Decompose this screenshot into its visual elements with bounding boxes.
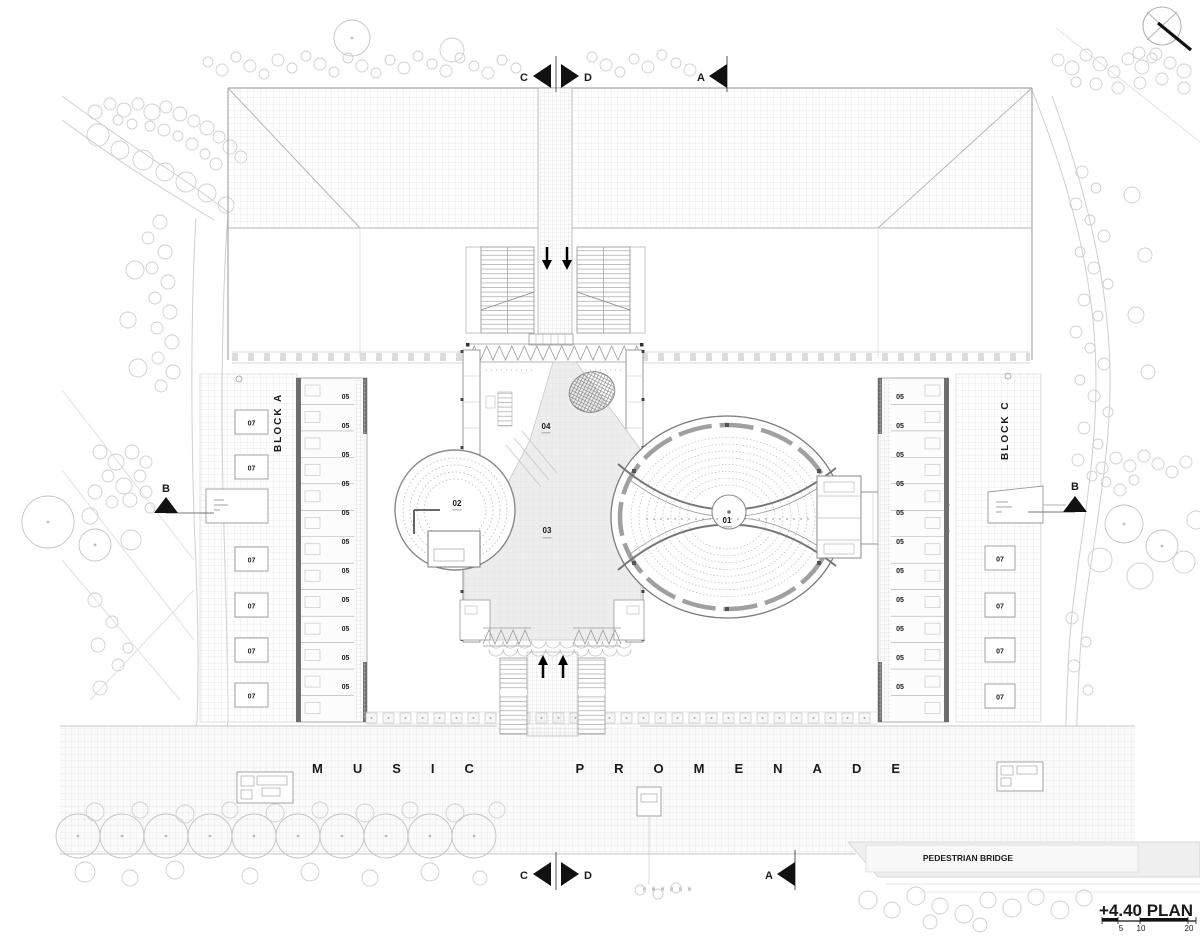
entrance-walkway	[528, 87, 574, 346]
room-label-05: 05	[342, 597, 350, 604]
foyer-number: 03	[543, 526, 552, 535]
north-arrow-icon	[1142, 6, 1193, 52]
marker-letter: B	[162, 483, 170, 495]
block-a-label: BLOCK A	[273, 393, 284, 452]
room-label-05: 05	[896, 626, 904, 633]
kiosk-box	[987, 485, 1044, 524]
room-label-05: 05	[342, 452, 350, 459]
marker-letter: A	[765, 870, 773, 882]
pedestrian-bridge-label: PEDESTRIAN BRIDGE	[923, 853, 1014, 863]
room-label-05: 05	[896, 597, 904, 604]
promenade-kiosk	[236, 771, 294, 804]
marker-letter: D	[584, 72, 592, 84]
scale-tick-10: 10	[1137, 924, 1146, 933]
room-label-05: 05	[896, 568, 904, 575]
pavilion-label-07: 07	[996, 557, 1004, 564]
foyer: 03	[463, 361, 642, 641]
room-label-05: 05	[342, 423, 350, 430]
room-label-05: 05	[342, 626, 350, 633]
pavilion-label-07: 07	[248, 604, 256, 611]
room-label-05: 05	[896, 539, 904, 546]
marker-letter: A	[697, 72, 705, 84]
pedestrian-bridge: PEDESTRIAN BRIDGE	[847, 841, 1200, 893]
room-number-labels: 05 05 05 05 05 05 05 05 05 05 05 05 05 05 05 05 05 05 05 05…	[234, 394, 1016, 709]
room-label-05: 05	[342, 684, 350, 691]
music-promenade: MUSIC PROMENADE	[60, 725, 1135, 892]
promenade-arcade	[365, 711, 878, 725]
title-block: +4.40 PLAN 5 10 20	[1099, 901, 1197, 933]
lobby-number: 04	[542, 422, 551, 431]
pavilion-label-07: 07	[248, 558, 256, 565]
pavilion-label-07: 07	[996, 695, 1004, 702]
promenade-kiosk	[996, 761, 1044, 792]
recital-hall: 02	[394, 449, 516, 571]
top-entrance-stairs	[465, 246, 646, 334]
plan-title: +4.40 PLAN	[1099, 901, 1193, 920]
marker-letter: C	[520, 72, 528, 84]
kiosk-box	[205, 488, 269, 524]
entrance-lobby: 04	[485, 369, 622, 434]
pavilion-label-07: 07	[248, 649, 256, 656]
room-label-05: 05	[342, 394, 350, 401]
section-marker-cd-bottom: C D	[520, 852, 592, 890]
marker-letter: D	[584, 870, 592, 882]
bottom-entrance-stairs	[459, 599, 645, 737]
room-label-05: 05	[342, 510, 350, 517]
room-label-05: 05	[342, 655, 350, 662]
top-plaza-roof	[227, 87, 1033, 364]
room-label-05: 05	[896, 684, 904, 691]
room-label-05: 05	[896, 481, 904, 488]
down-arrow-icon	[542, 247, 552, 270]
block-c-label: BLOCK C	[1000, 400, 1011, 460]
scale-tick-20: 20	[1185, 924, 1194, 933]
up-arrow-icon	[538, 655, 548, 678]
up-arrow-icon	[558, 655, 568, 678]
room-label-05: 05	[896, 423, 904, 430]
promenade-kiosk	[636, 786, 662, 884]
block-c: BLOCK C	[877, 372, 1066, 723]
pavilion-label-07: 07	[996, 649, 1004, 656]
pavilion-label-07: 07	[248, 466, 256, 473]
scale-tick-5: 5	[1119, 924, 1124, 933]
trees-promenade	[55, 801, 1093, 933]
section-marker-b-right: B	[1028, 481, 1087, 513]
room-label-05: 05	[342, 568, 350, 575]
marker-letter: C	[520, 870, 528, 882]
music-promenade-label: MUSIC PROMENADE	[312, 761, 930, 776]
scale-bar: 5 10 20	[1101, 917, 1197, 933]
pavilion-label-07: 07	[248, 421, 256, 428]
section-marker-cd-top: C D	[520, 56, 592, 92]
room-label-05: 05	[896, 655, 904, 662]
section-marker-b-left: B	[154, 483, 214, 514]
pavilion-label-07: 07	[996, 604, 1004, 611]
recital-hall-number: 02	[453, 499, 462, 508]
main-hall: 01	[610, 415, 844, 619]
down-arrow-icon	[562, 247, 572, 270]
section-marker-a-bottom: A	[765, 850, 796, 890]
section-marker-a-top: A	[697, 56, 728, 92]
room-label-05: 05	[896, 394, 904, 401]
marker-letter: B	[1071, 481, 1079, 493]
room-label-05: 05	[896, 510, 904, 517]
pavilion-label-07: 07	[248, 694, 256, 701]
room-label-05: 05	[342, 539, 350, 546]
room-label-05: 05	[896, 452, 904, 459]
room-label-05: 05	[342, 481, 350, 488]
main-hall-number: 01	[723, 516, 732, 525]
trees-background	[21, 19, 1200, 696]
